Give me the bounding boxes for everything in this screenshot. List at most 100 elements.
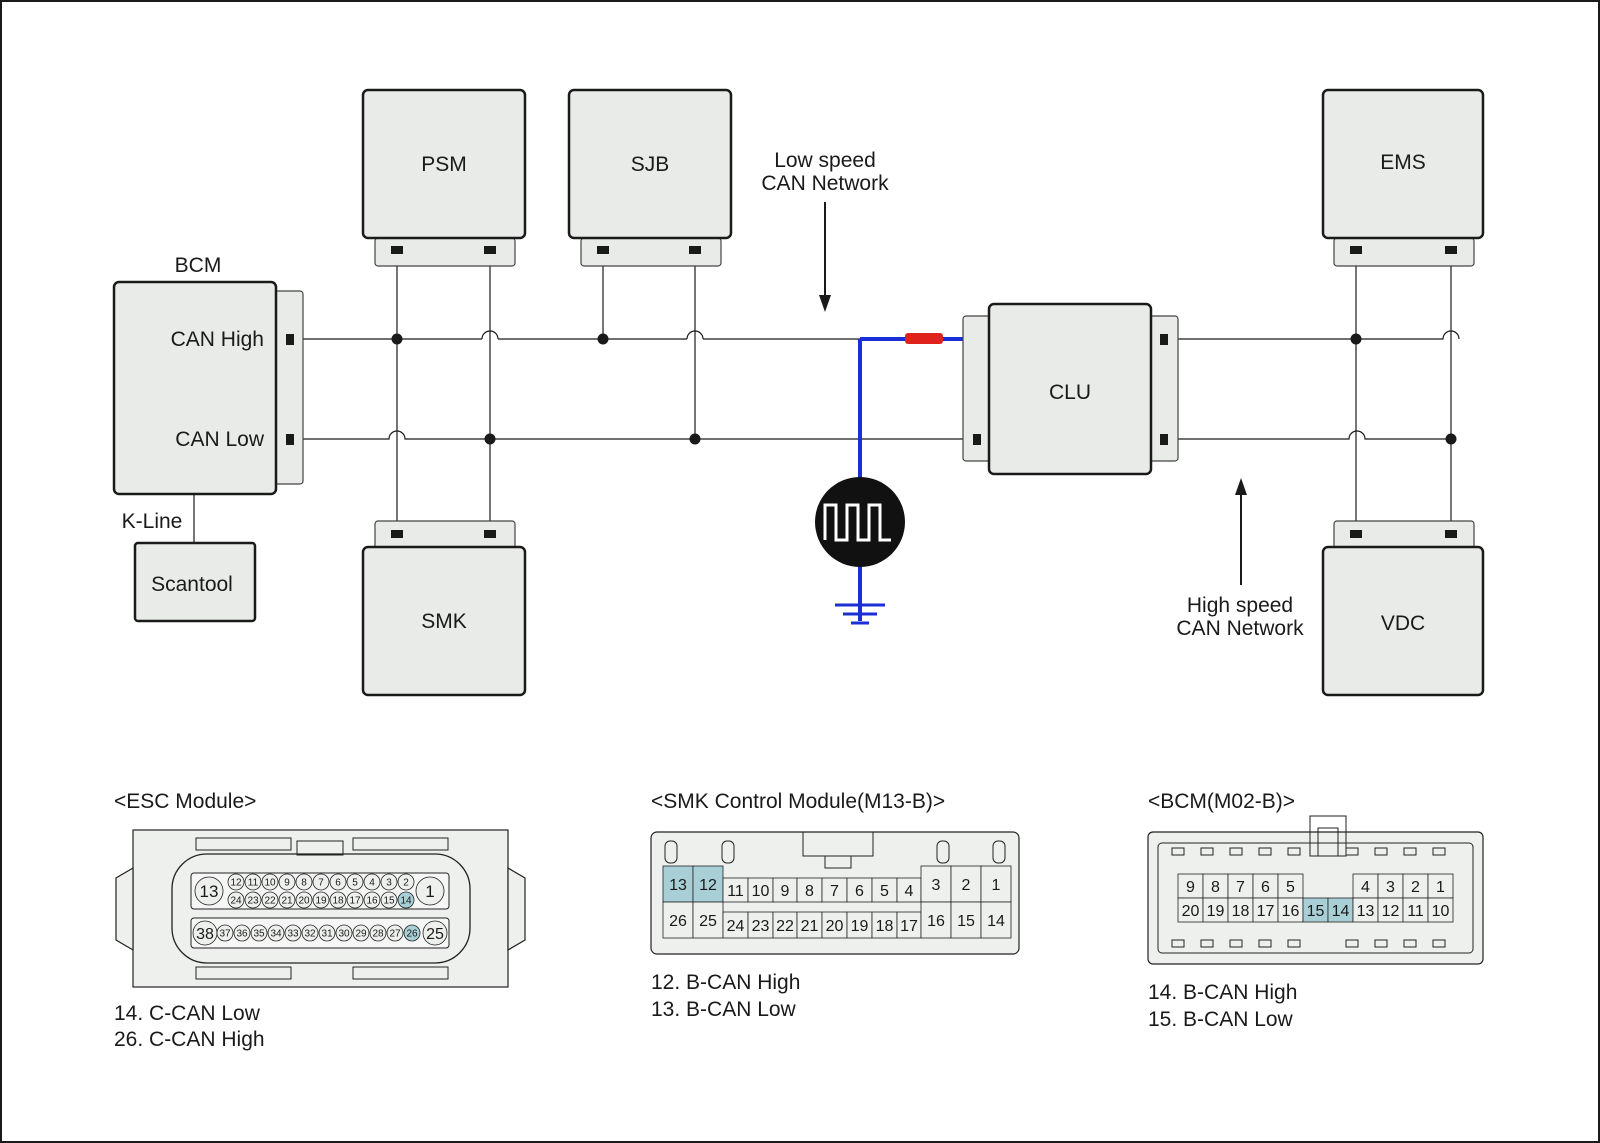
connector-pin: 27	[386, 924, 404, 942]
connector-pin: 17	[896, 911, 922, 939]
pin-number: 32	[304, 929, 316, 940]
connector-pin: 14	[980, 901, 1012, 939]
high-speed-can-high-wire-end	[1356, 330, 1460, 340]
pin-number: 1	[992, 877, 1001, 894]
pin-number: 14	[1332, 903, 1350, 920]
connector-pin: 26	[662, 901, 694, 939]
pin-number: 20	[1182, 903, 1200, 920]
latch-slot	[1345, 847, 1359, 856]
pin-number: 17	[349, 896, 361, 907]
high-speed-label-line2: CAN Network	[1176, 617, 1304, 640]
connector-pin: 21	[278, 891, 296, 909]
connector-pin: 28	[369, 924, 387, 942]
connector-pin: 4	[1352, 873, 1379, 899]
latch-slot	[1200, 939, 1214, 948]
low-speed-annotation: Low speed CAN Network	[761, 149, 889, 312]
high-speed-can-low-wire	[1166, 430, 1451, 440]
ems-label: EMS	[1380, 151, 1426, 174]
connector-pin: 16	[920, 901, 952, 939]
probe-lead-red	[905, 333, 943, 344]
pin-number: 16	[1282, 903, 1300, 920]
pin-number: 38	[196, 926, 214, 943]
pin-number: 20	[298, 896, 310, 907]
connector-pin: 7	[312, 873, 330, 891]
pin-number: 7	[830, 883, 839, 900]
connector-pin: 24	[722, 911, 749, 939]
pin-number: 9	[1186, 879, 1195, 896]
pin-number: 27	[389, 929, 401, 940]
pin-number: 15	[383, 896, 395, 907]
latch-slot	[1287, 939, 1301, 948]
connector-pin: 5	[1277, 873, 1304, 899]
connector-pin: 18	[329, 891, 347, 909]
pin-number: 4	[369, 878, 375, 889]
connector-pin: 5	[871, 877, 898, 903]
scantool-module: Scantool	[133, 541, 257, 623]
pin-number: 15	[1307, 903, 1325, 920]
pin-number: 22	[776, 918, 794, 935]
connector-pin: 2	[1402, 873, 1429, 899]
pin-number: 5	[352, 878, 358, 889]
junction-dot	[1445, 433, 1457, 445]
smk-label: SMK	[421, 610, 467, 633]
pin-number: 8	[805, 883, 814, 900]
connector-pin: 7	[821, 877, 848, 903]
connector-pin: 19	[1202, 897, 1229, 923]
smk-pin-note-2: 13. B-CAN Low	[651, 998, 797, 1021]
pin-number: 35	[253, 929, 265, 940]
latch-slot	[1287, 847, 1301, 856]
connector-pin: 6	[846, 877, 873, 903]
pin-number: 3	[932, 877, 941, 894]
connector-pin: 34	[267, 924, 285, 942]
esc-connector-title: <ESC Module>	[114, 790, 256, 813]
pin-number: 28	[372, 929, 384, 940]
can-low-label: CAN Low	[175, 428, 265, 451]
pin-number: 7	[1236, 879, 1245, 896]
connector-pin: 3	[1377, 873, 1404, 899]
pin-number: 7	[318, 878, 324, 889]
pin-number: 24	[727, 918, 745, 935]
pin-number: 26	[406, 929, 418, 940]
pin-number: 5	[880, 883, 889, 900]
connector-pin: 25	[422, 920, 448, 946]
pin-number: 18	[876, 918, 894, 935]
pin-number: 9	[284, 878, 290, 889]
connector-pin: 14	[1327, 897, 1354, 923]
latch-slot	[1229, 939, 1243, 948]
high-speed-label-line1: High speed	[1187, 594, 1293, 617]
pin-number: 16	[366, 896, 378, 907]
smk-module: SMK	[361, 520, 527, 697]
connector-pin: 11	[1402, 897, 1429, 923]
pin-number: 2	[962, 877, 971, 894]
connector-pin: 1	[980, 865, 1012, 903]
connector-pin: 18	[871, 911, 898, 939]
pin-number: 37	[219, 929, 231, 940]
vdc-module: VDC	[1321, 520, 1485, 697]
pin-number: 24	[230, 896, 242, 907]
ground-icon	[835, 603, 885, 625]
connector-pin: 26	[403, 924, 421, 942]
pin-number: 8	[301, 878, 307, 889]
junction-dot	[597, 333, 609, 345]
pin-number: 25	[426, 926, 444, 943]
esc-pin-note-1: 14. C-CAN Low	[114, 1002, 261, 1025]
connector-pin: 5	[346, 873, 364, 891]
vdc-label: VDC	[1381, 612, 1425, 635]
low-speed-label-line2: CAN Network	[761, 172, 889, 195]
pin-number: 13	[1357, 903, 1375, 920]
connector-pin: 36	[233, 924, 251, 942]
bcm-pin-note-2: 15. B-CAN Low	[1148, 1008, 1294, 1031]
pin-number: 23	[752, 918, 770, 935]
connector-pin: 23	[747, 911, 774, 939]
pin-number: 11	[727, 883, 744, 900]
scantool-label: Scantool	[151, 573, 233, 596]
bcm-latch-slots	[1171, 847, 1446, 948]
connector-pin: 32	[301, 924, 319, 942]
junction-dot	[689, 433, 701, 445]
smk-pin-note-1: 12. B-CAN High	[651, 971, 800, 994]
pin-number: 11	[1407, 903, 1424, 920]
connector-pin: 12	[692, 865, 724, 903]
connector-pin: 35	[250, 924, 268, 942]
connector-pin: 22	[261, 891, 279, 909]
